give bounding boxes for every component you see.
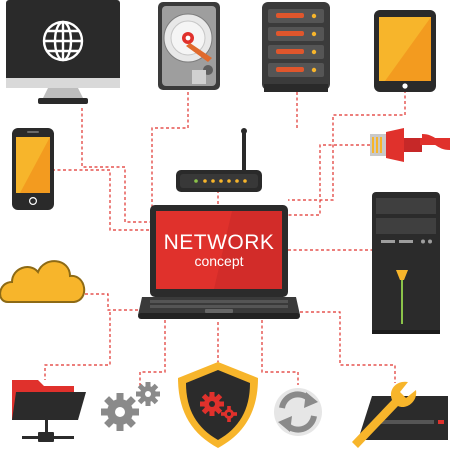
hard-drive-icon [158, 2, 220, 90]
ethernet-cable-icon [370, 128, 450, 162]
tools-icon [352, 381, 448, 448]
connector-smartphone [52, 169, 150, 231]
connector-folder [44, 312, 111, 380]
connector-monitor [81, 108, 150, 223]
connector-hard-drive [151, 92, 189, 215]
router-icon [176, 128, 262, 192]
connector-sync [261, 320, 299, 385]
connector-tablet [288, 90, 406, 201]
gears-icon [101, 382, 160, 431]
server-rack-icon [262, 2, 330, 92]
connector-cloud [85, 293, 140, 311]
tablet-icon [374, 10, 436, 92]
connector-tools [300, 311, 396, 383]
connector-gears [139, 320, 166, 388]
security-shield-icon [178, 362, 258, 448]
monitor-globe-icon [6, 0, 120, 104]
connector-lines [44, 90, 406, 388]
laptop-screen-title: NETWORK [164, 231, 275, 254]
laptop-icon: NETWORK concept [138, 205, 300, 319]
sync-icon [274, 388, 322, 436]
smartphone-icon [12, 128, 54, 210]
cloud-icon [0, 260, 85, 303]
connector-cable [288, 144, 370, 216]
desktop-tower-icon [372, 192, 440, 334]
laptop-screen-subtitle: concept [194, 253, 243, 269]
network-folder-icon [12, 380, 86, 442]
